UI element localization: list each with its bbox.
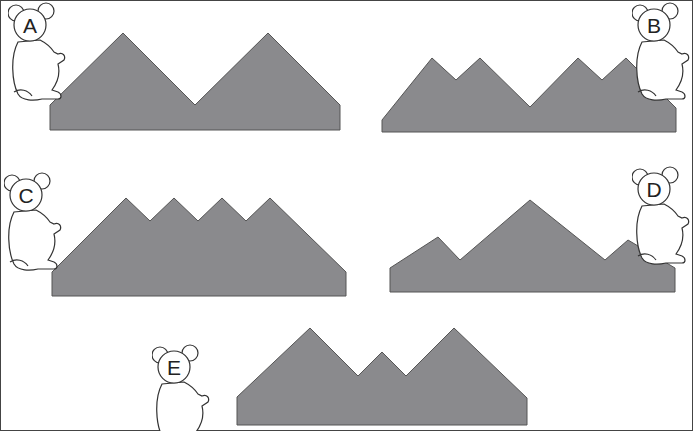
mountain-shape [237, 328, 527, 425]
koala-figure: D [632, 166, 690, 266]
mountain-shape [50, 33, 340, 130]
koala-figure: B [632, 2, 690, 102]
mountain-shape [382, 58, 676, 132]
koala-figure: A [8, 2, 66, 102]
koala-figure: E [152, 344, 210, 431]
mountain-shape [52, 198, 346, 296]
option-letter: B [636, 14, 672, 38]
mountain-shape [390, 200, 675, 292]
option-letter: A [12, 14, 48, 38]
koala-figure: C [4, 172, 62, 272]
option-letter: E [156, 356, 192, 380]
option-letter: D [636, 178, 672, 202]
option-letter: C [8, 184, 44, 208]
